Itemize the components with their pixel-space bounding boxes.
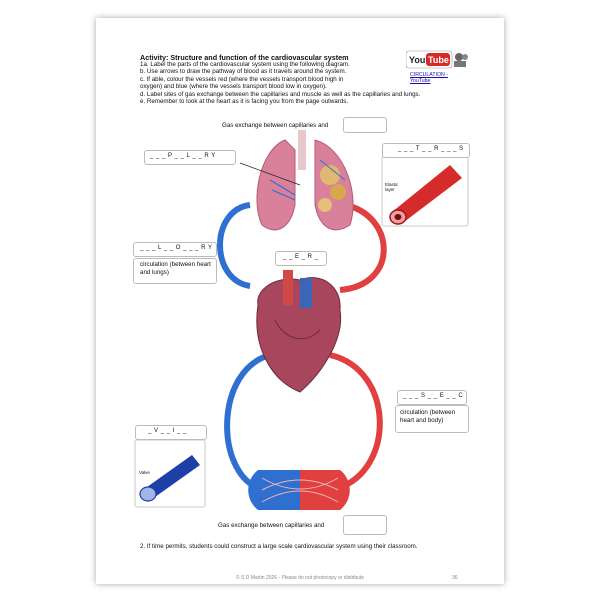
capillary-bed-image — [248, 470, 350, 510]
arteries-blank: _ _ _ T _ _ R _ _ _ S — [398, 146, 464, 152]
instruction-line: oxygen) and blue (where the vessels tran… — [140, 83, 327, 91]
pulmonary-circ-box[interactable] — [133, 242, 217, 257]
systemic-blank: _ _ _ S _ _ E _ _ C — [403, 393, 464, 399]
gas-exchange-bottom-box[interactable] — [343, 515, 387, 535]
lungs-image — [256, 130, 354, 231]
instruction-line: c. If able, colour the vessels red (wher… — [140, 75, 344, 83]
pointer-line — [239, 162, 301, 186]
pulmonary-circ-desc: circulation (between heart and lungs) — [140, 261, 211, 276]
page-number: 36 — [452, 575, 458, 581]
pulmonary-circ-blank: _ _ _ L _ _ O _ _ _ R Y — [140, 245, 213, 251]
elastic-layer-label: Elastic layer — [385, 182, 399, 192]
valve-label: Valve — [139, 470, 150, 475]
arteries-box[interactable] — [382, 143, 470, 158]
instruction-line: e. Remember to look at the heart as it i… — [140, 98, 349, 106]
systemic-box[interactable] — [397, 390, 467, 405]
instruction-line: b. Use arrows to draw the pathway of blo… — [140, 68, 347, 76]
youtube-link[interactable]: CIRCULATION - YouTube — [410, 72, 448, 84]
activity-title: Activity: Structure and function of the … — [140, 53, 349, 62]
heart-image — [256, 270, 342, 393]
youtube-logo-icon: You Tube — [406, 50, 468, 69]
aorta-vessel — [329, 352, 383, 491]
pulmonary-vein-vessel — [339, 202, 387, 293]
pulmonary-artery-vessel — [217, 202, 251, 289]
systemic-desc: circulation (between heart and body) — [400, 409, 456, 424]
footer-text: © S D Martin 2026 - Please do not photoc… — [235, 575, 365, 581]
vena-cava-vessel — [224, 352, 271, 491]
svg-text:You: You — [409, 55, 425, 65]
youtube-link-block[interactable]: You Tube CIRCULATION - YouTube — [406, 50, 468, 94]
gas-exchange-bottom-label: Gas exchange between capillaries and — [218, 522, 325, 529]
instruction-line: d. Label sites of gas exchange between t… — [140, 90, 421, 98]
instructions: 1a. Label the parts of the cardiovascula… — [140, 61, 421, 106]
gas-exchange-top-box[interactable] — [343, 117, 387, 133]
pulmonary-circ-desc-box — [133, 258, 217, 284]
systemic-desc-box — [395, 405, 469, 433]
pulmonary-blank: _ _ _ P _ _ L _ _ R Y — [150, 153, 216, 159]
svg-text:Tube: Tube — [428, 55, 449, 65]
vein-image — [134, 439, 206, 508]
heart-box[interactable] — [275, 251, 327, 266]
question-2: 2. If time permits, students could const… — [140, 543, 418, 550]
gas-exchange-top-label: Gas exchange between capillaries and — [222, 122, 329, 129]
pulmonary-box[interactable] — [144, 150, 236, 165]
artery-image — [381, 155, 469, 227]
heart-blank: _ _ E _ R _ — [283, 254, 319, 260]
veins-blank: _ V _ _ I _ _ — [148, 428, 187, 434]
veins-box[interactable] — [135, 425, 207, 440]
instruction-line: 1a. Label the parts of the cardiovascula… — [140, 61, 350, 68]
